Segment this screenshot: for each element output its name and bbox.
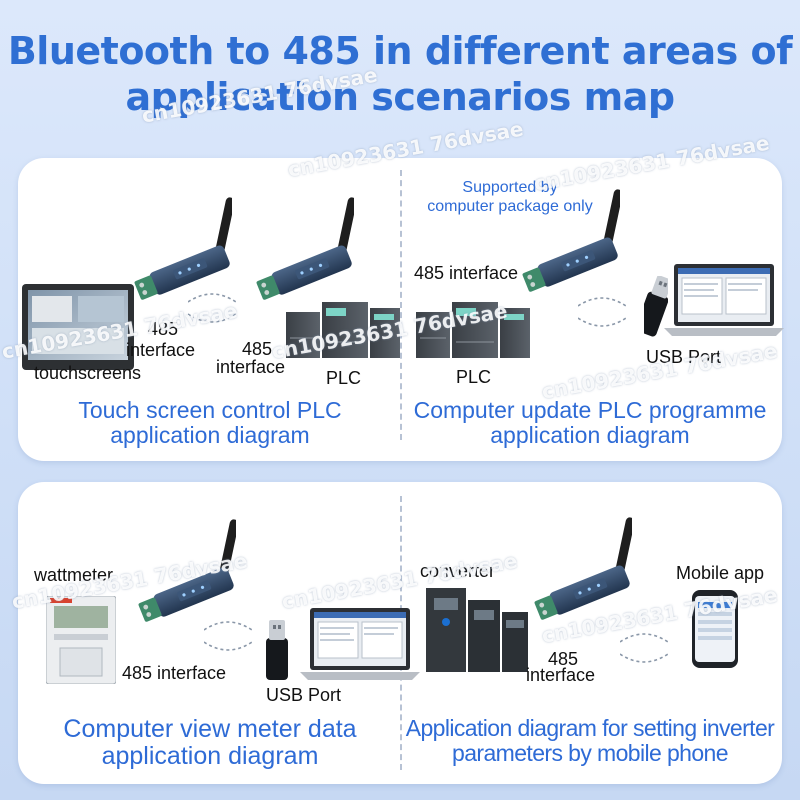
page-title: Bluetooth to 485 in different areas of a… (0, 28, 800, 120)
usb-dongle-image-2 (266, 620, 288, 680)
top-divider (400, 170, 402, 440)
interface-label-meter: 485 interface (122, 663, 227, 683)
laptop-image-1 (664, 264, 785, 337)
interface-label-top-right: 485 interface (414, 263, 519, 283)
wattmeter-image (46, 596, 116, 684)
laptop-image-2 (300, 608, 421, 681)
interface-number-inverter: 485 (548, 649, 579, 669)
caption-inverter: Application diagram for setting inverter… (400, 716, 780, 766)
mobile-app-label: Mobile app (676, 563, 765, 583)
caption-touch-plc-line2: application diagram (110, 422, 310, 448)
mobile-phone-image (692, 590, 738, 668)
caption-meter-line1: Computer view meter data (63, 715, 357, 743)
plc-image-2 (416, 301, 531, 359)
caption-touch-plc: Touch screen control PLC application dia… (20, 398, 400, 448)
plc-label-1: PLC (326, 368, 362, 388)
support-note: Supported by computer package only (404, 178, 616, 216)
interface-b-number: 485 (242, 339, 273, 359)
wireless-arc-1 (188, 293, 236, 323)
wireless-arc-2 (578, 297, 626, 327)
caption-touch-plc-line1: Touch screen control PLC (78, 397, 342, 423)
caption-computer-plc-line2: application diagram (490, 422, 690, 448)
plc-image-1 (286, 301, 401, 359)
adapter-image-2 (255, 196, 354, 303)
caption-inverter-line2: parameters by mobile phone (452, 740, 729, 766)
interface-label-inverter: interface (526, 665, 596, 685)
wattmeter-label: wattmeter (34, 565, 114, 585)
caption-meter: Computer view meter data application dia… (20, 716, 400, 770)
interface-a-number: 485 (148, 319, 179, 339)
usb-label-1: USB Port (646, 347, 722, 367)
interface-b-label: interface (216, 357, 286, 377)
converter-label: converter (420, 561, 496, 581)
support-note-line1: Supported by (462, 179, 558, 196)
title-line-2: application scenarios map (125, 75, 675, 119)
converter-image (426, 588, 528, 672)
adapter-image-5 (533, 516, 632, 623)
usb-label-2: USB Port (266, 685, 342, 705)
caption-meter-line2: application diagram (101, 742, 319, 770)
caption-computer-plc-line1: Computer update PLC programme (413, 397, 767, 423)
plc-label-2: PLC (456, 367, 492, 387)
title-line-1: Bluetooth to 485 in different areas of (7, 29, 793, 73)
caption-computer-plc: Computer update PLC programme applicatio… (400, 398, 780, 448)
support-note-line2: computer package only (427, 198, 593, 215)
interface-a-label: interface (126, 340, 196, 360)
touchscreen-image (22, 284, 134, 370)
adapter-image-3 (521, 188, 620, 295)
touchscreen-label: touchscreens (34, 363, 142, 383)
wireless-arc-3 (204, 621, 252, 651)
wireless-arc-4 (620, 633, 668, 663)
caption-inverter-line1: Application diagram for setting inverter (405, 715, 775, 741)
